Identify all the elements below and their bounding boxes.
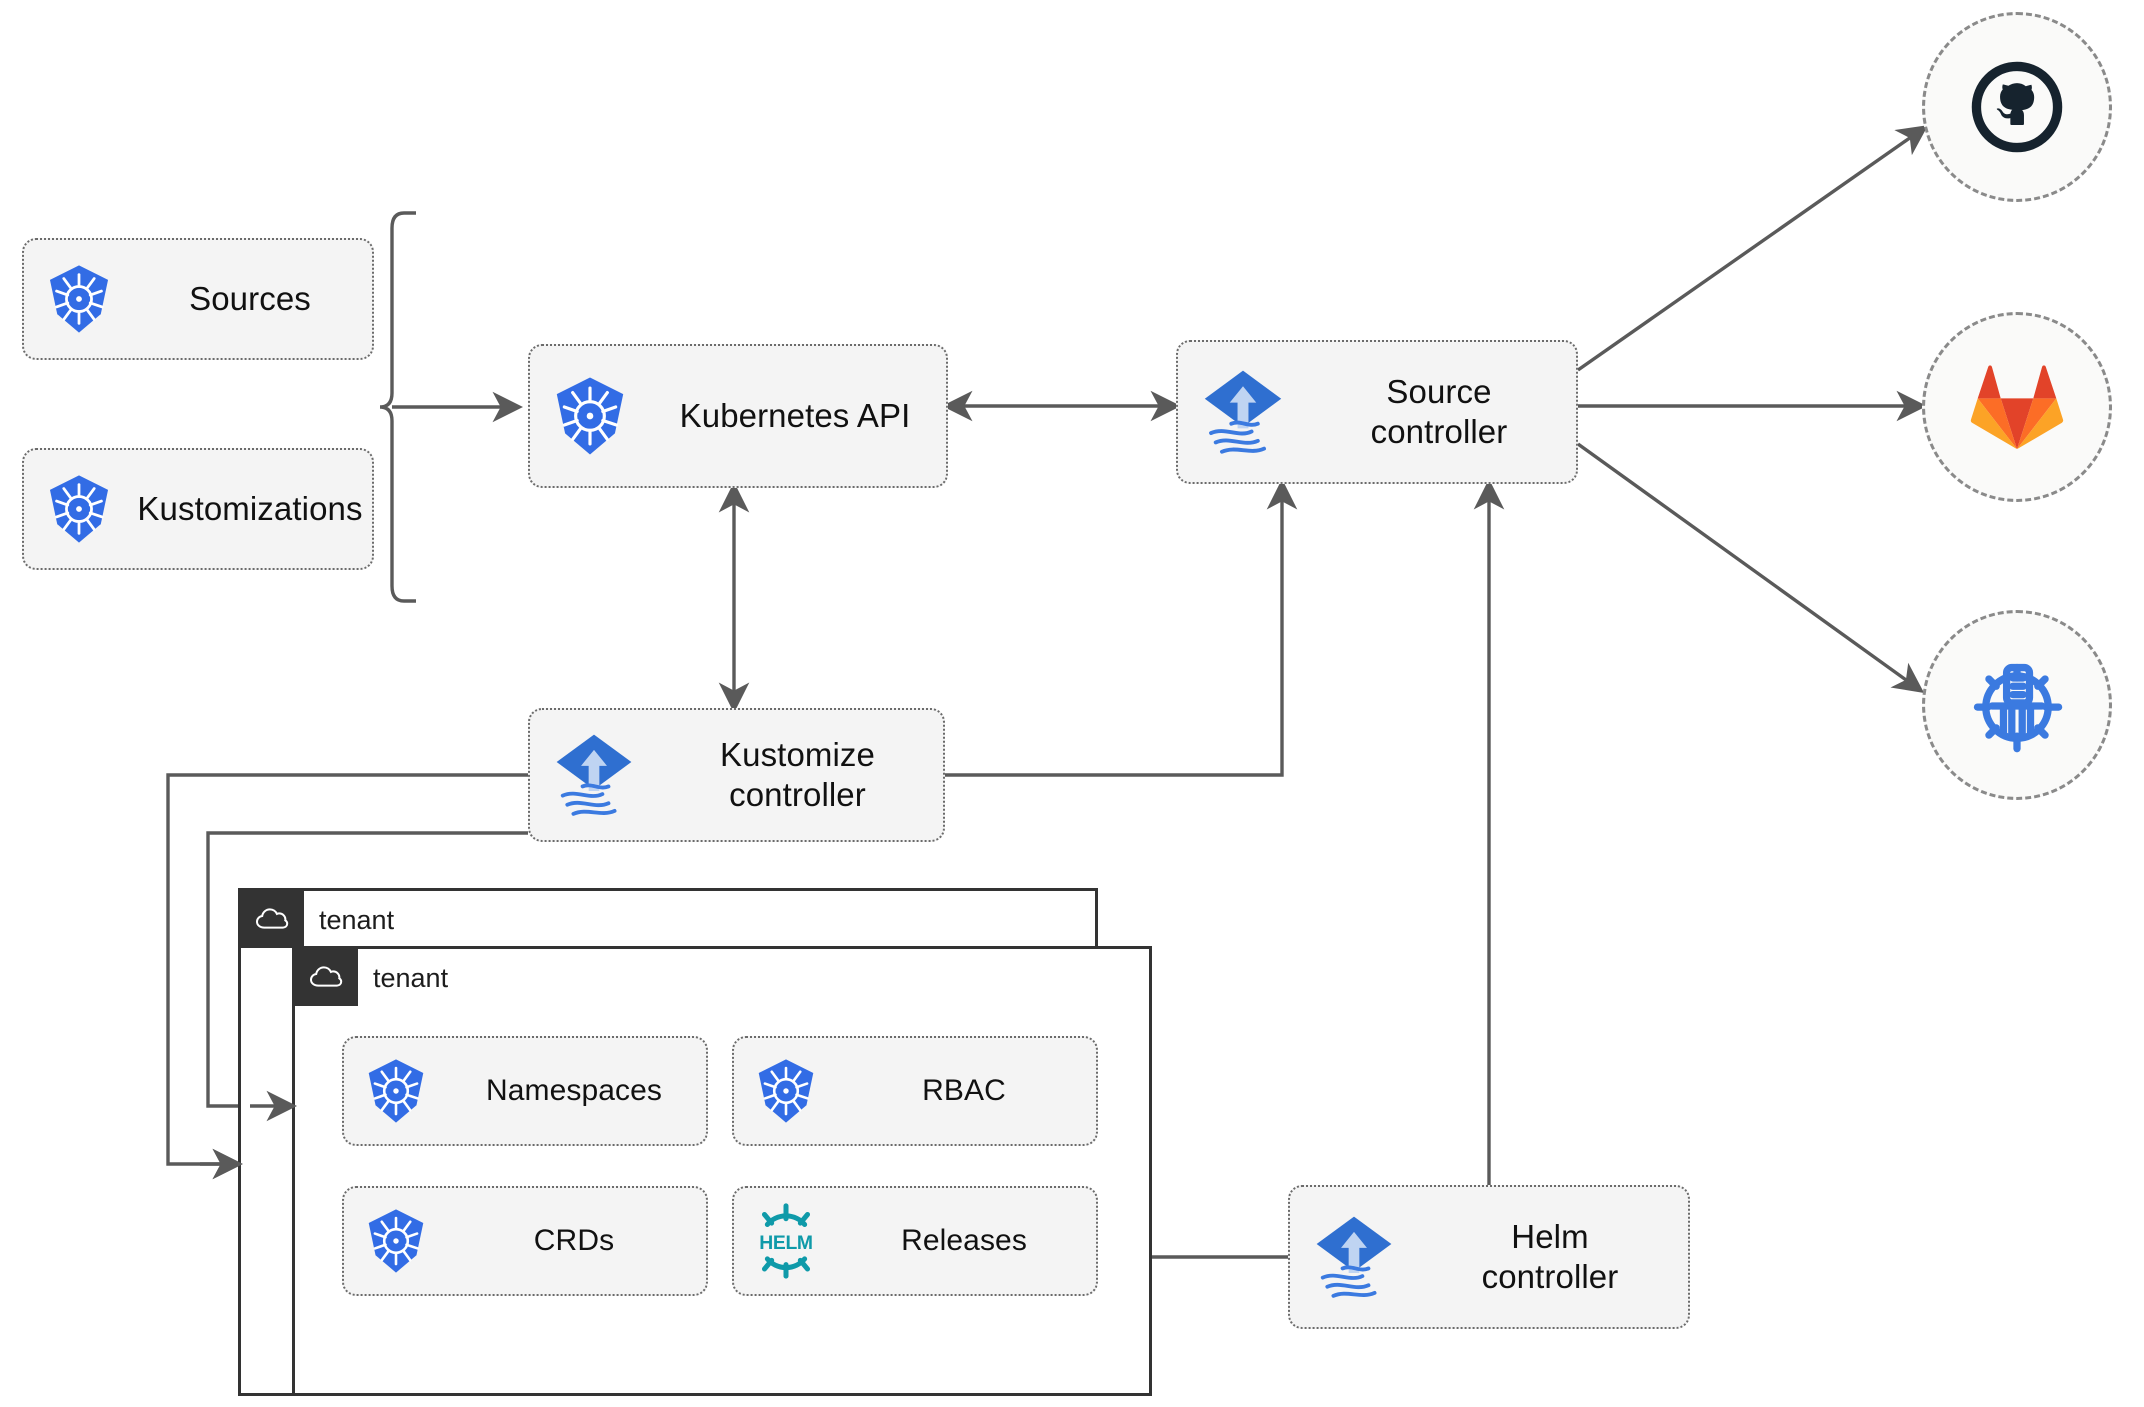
node-source-controller[interactable]: Source controller	[1176, 340, 1578, 484]
node-kustomize-controller[interactable]: Kustomize controller	[528, 708, 945, 842]
cloud-glyph	[255, 908, 289, 929]
kubernetes-icon	[24, 264, 134, 334]
tenant-container-inner: tenant	[292, 946, 1152, 1396]
cloud-icon	[294, 948, 358, 1006]
node-label: Source controller	[1370, 372, 1508, 450]
kubernetes-icon	[344, 1208, 448, 1274]
tenant-label-outer: tenant	[319, 905, 395, 935]
node-label: Helm controller	[1481, 1217, 1619, 1295]
helm-icon: HELM	[734, 1203, 838, 1279]
node-label: CRDs	[533, 1223, 615, 1257]
edge-sourcectl-bucket	[1577, 442, 1925, 693]
node-label: Kustomize controller	[720, 735, 875, 813]
flux-glyph	[556, 734, 632, 816]
kubernetes-glyph	[49, 475, 109, 543]
flux-icon	[1290, 1212, 1418, 1302]
kubernetes-icon	[24, 474, 134, 544]
node-sources[interactable]: Sources	[22, 238, 374, 360]
flux-glyph	[1316, 1216, 1392, 1298]
node-namespaces[interactable]: Namespaces	[342, 1036, 708, 1146]
svg-text:HELM: HELM	[759, 1232, 812, 1254]
node-label: Kustomizations	[137, 489, 363, 527]
node-label: Kubernetes API	[679, 396, 911, 434]
node-label: Sources	[189, 279, 311, 317]
edge-sourcectl-github	[1577, 125, 1929, 372]
helm-glyph: HELM	[759, 1203, 813, 1279]
provider-bucket[interactable]	[1922, 610, 2112, 800]
node-kustomizations[interactable]: Kustomizations	[22, 448, 374, 570]
node-label: Namespaces	[485, 1073, 663, 1107]
node-kubernetes-api[interactable]: Kubernetes API	[528, 344, 948, 488]
cloud-icon	[240, 890, 304, 948]
node-rbac[interactable]: RBAC	[732, 1036, 1098, 1146]
node-releases[interactable]: HELM Releases	[732, 1186, 1098, 1296]
helm-bucket-icon	[1973, 663, 2063, 753]
kubernetes-icon	[530, 376, 650, 456]
node-helm-controller[interactable]: Helm controller	[1288, 1185, 1690, 1329]
node-crds[interactable]: CRDs	[342, 1186, 708, 1296]
tenant-label-inner: tenant	[373, 963, 449, 993]
kubernetes-glyph	[556, 377, 624, 455]
kubernetes-glyph	[368, 1209, 424, 1273]
kubernetes-glyph	[758, 1059, 814, 1123]
kubernetes-glyph	[49, 265, 109, 333]
node-label: Releases	[901, 1223, 1027, 1257]
group-brace	[379, 211, 416, 603]
gitlab-icon	[1970, 365, 2064, 450]
kubernetes-icon	[734, 1058, 838, 1124]
provider-github[interactable]	[1922, 12, 2112, 202]
github-icon	[1971, 61, 2063, 153]
flux-glyph	[1204, 370, 1282, 454]
kubernetes-icon	[344, 1058, 448, 1124]
provider-gitlab[interactable]	[1922, 312, 2112, 502]
cloud-glyph	[309, 966, 343, 987]
node-label: RBAC	[922, 1073, 1006, 1107]
flux-icon	[530, 730, 658, 820]
flux-icon	[1178, 366, 1308, 458]
edge-kustomizectl-sourcectl	[945, 478, 1298, 777]
kubernetes-glyph	[368, 1059, 424, 1123]
